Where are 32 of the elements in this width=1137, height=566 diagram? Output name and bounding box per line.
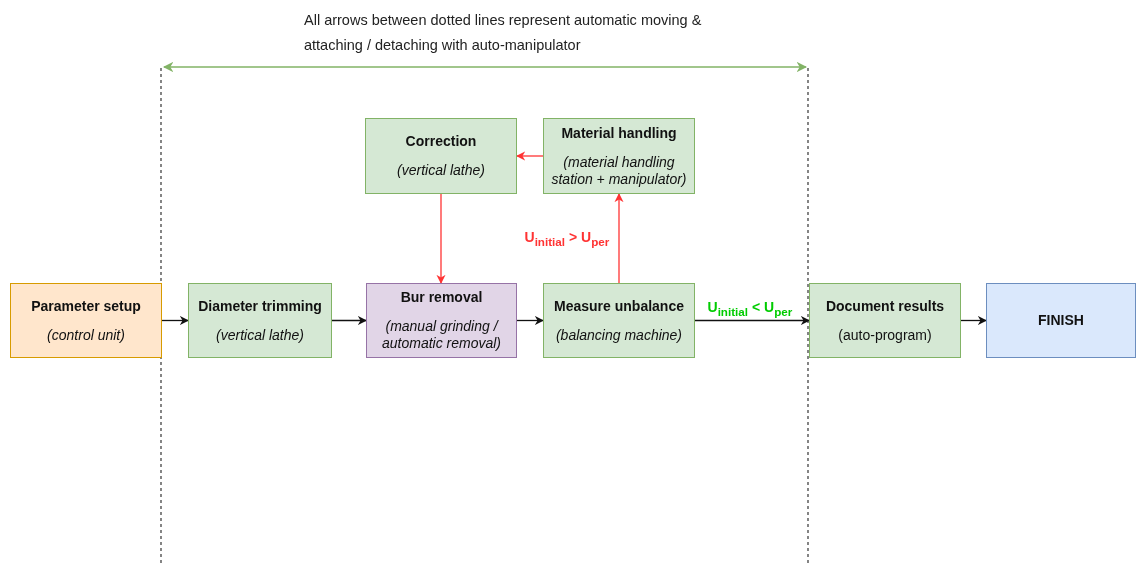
note-text: All arrows between dotted lines represent automatic moving & attaching / detaching with auto-manipulator xyxy=(303,11,703,55)
step-title: Document results xyxy=(825,297,945,315)
arrow xyxy=(161,315,189,326)
step-title: FINISH xyxy=(1038,312,1084,329)
process-box xyxy=(188,283,332,358)
step-description: (manual grinding / automatic removal) xyxy=(380,318,502,352)
arrow xyxy=(516,151,544,161)
arrow xyxy=(960,315,987,326)
process-box xyxy=(986,283,1136,358)
process-box xyxy=(10,283,162,358)
step-description: (vertical lathe) xyxy=(216,326,304,344)
arrow xyxy=(694,315,810,326)
step-title: Correction xyxy=(405,133,477,150)
step-title: Parameter setup xyxy=(31,297,141,315)
step-title: Material handling xyxy=(561,124,677,142)
step-description: (control unit) xyxy=(47,326,125,344)
step-title: Bur removal xyxy=(400,289,483,306)
arrow xyxy=(331,315,367,326)
process-box xyxy=(543,283,695,358)
arrow xyxy=(436,193,446,284)
process-box xyxy=(543,118,695,194)
step-title: Measure unbalance xyxy=(554,297,684,315)
step-description: (material handling station + manipulator) xyxy=(550,153,688,188)
step-description: (balancing machine) xyxy=(555,326,683,344)
step-description: (vertical lathe) xyxy=(397,162,485,179)
process-box xyxy=(366,283,517,358)
arrow xyxy=(614,193,624,284)
process-box xyxy=(365,118,517,194)
arrow xyxy=(516,315,544,326)
step-description: (auto-program) xyxy=(838,326,932,344)
step-title: Diameter trimming xyxy=(198,297,322,315)
process-box xyxy=(809,283,961,358)
